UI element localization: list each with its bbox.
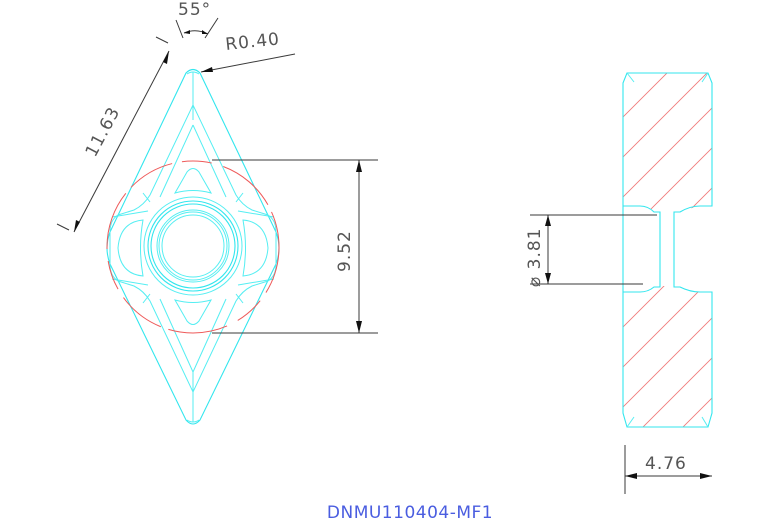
edge-length-label: 11.63 bbox=[82, 104, 125, 161]
groove-line bbox=[235, 192, 244, 203]
groove-line bbox=[192, 298, 227, 373]
chipbreaker-outline bbox=[109, 103, 277, 394]
pocket-top bbox=[173, 168, 213, 194]
hole-ring-inner bbox=[158, 211, 228, 281]
pocket-bottom bbox=[173, 299, 213, 325]
groove-line bbox=[192, 124, 227, 198]
groove-line bbox=[237, 210, 275, 218]
hole-ring bbox=[150, 203, 236, 289]
dimension-inscribed-circle: 9.52 bbox=[212, 159, 378, 334]
angle-label: 55° bbox=[178, 0, 211, 20]
section-view-insert bbox=[622, 72, 713, 428]
dimension-edge-length: 11.63 bbox=[56, 36, 170, 233]
dimension-hole-diameter: ⌀ 3.81 bbox=[525, 214, 657, 288]
groove-line bbox=[111, 210, 149, 218]
top-view-insert bbox=[106, 68, 280, 425]
groove-line bbox=[159, 298, 194, 373]
groove-line bbox=[235, 293, 244, 304]
inscribed-circle bbox=[106, 160, 280, 334]
part-number-title: DNMU110404-MF1 bbox=[327, 503, 493, 523]
hole-diameter-label: ⌀ 3.81 bbox=[525, 228, 545, 288]
section-hatch-lower bbox=[623, 286, 712, 427]
section-outline-lower bbox=[622, 284, 713, 428]
hole-ring-outer bbox=[143, 196, 243, 296]
thickness-label: 4.76 bbox=[645, 454, 687, 474]
hole-bore bbox=[161, 214, 225, 278]
groove-line bbox=[159, 124, 194, 198]
insert-outline bbox=[106, 68, 280, 425]
ic-diameter-label: 9.52 bbox=[335, 230, 355, 272]
dimension-thickness: 4.76 bbox=[624, 445, 712, 494]
groove-line bbox=[111, 278, 149, 286]
groove-line bbox=[142, 293, 151, 304]
pocket-left bbox=[117, 219, 144, 277]
pocket-right bbox=[242, 219, 269, 277]
groove-line bbox=[237, 278, 275, 286]
hole-ring-inner bbox=[156, 209, 230, 283]
groove-line bbox=[142, 192, 151, 203]
dimension-corner-radius: R0.40 bbox=[200, 29, 296, 73]
hole-ring bbox=[147, 200, 239, 292]
corner-radius-label: R0.40 bbox=[224, 29, 280, 55]
dimension-angle: 55° bbox=[175, 0, 219, 39]
